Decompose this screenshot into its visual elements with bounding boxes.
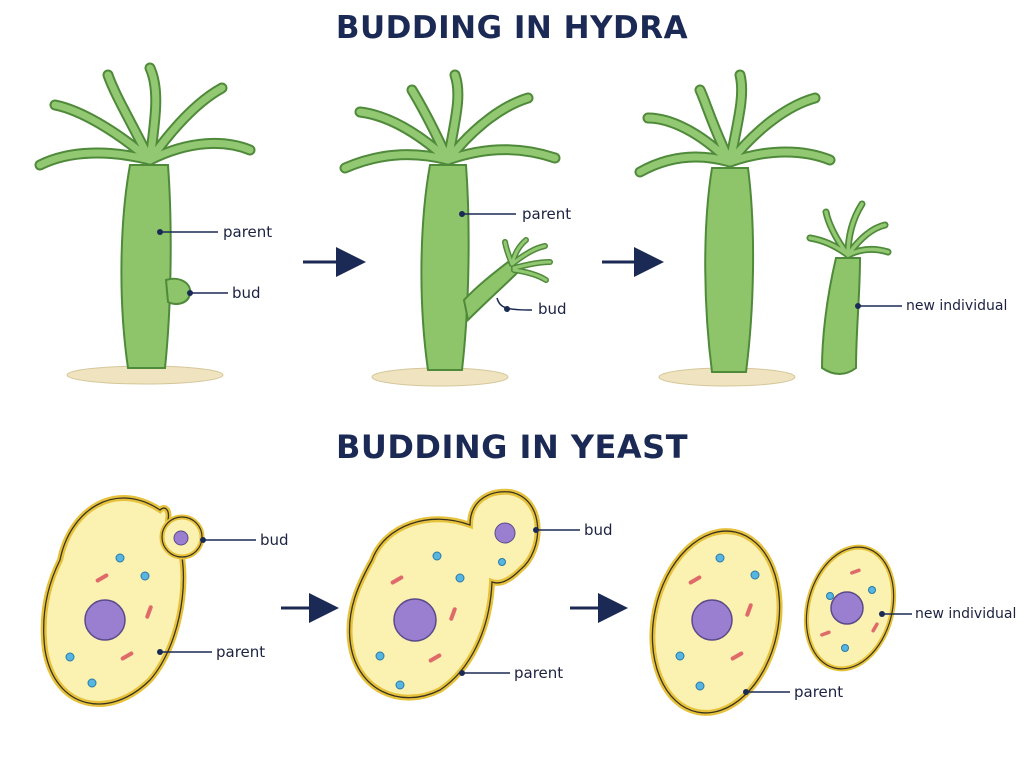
nucleus [84,599,126,641]
yeast-3-new-individual-label: new individual [915,606,1017,622]
hydra-1-parent-label: parent [223,223,273,241]
hydra-body [120,164,172,369]
yeast-budding-cell [346,488,541,701]
yeast-title: BUDDING IN YEAST [335,428,689,466]
hydra-1-bud-label: bud [232,284,261,302]
yeast-1-bud-label: bud [260,531,289,549]
yeast-stage-1 [40,495,256,707]
yeast-2-parent-label: parent [514,664,564,682]
hydra-new-individual [806,200,892,375]
yeast-2-bud-label: bud [584,521,613,539]
yeast-3-parent-label: parent [794,683,844,701]
yeast-stage-2 [346,488,580,701]
hydra-stage-2 [339,69,561,387]
yeast-1-parent-label: parent [216,643,266,661]
yeast-new-individual [803,544,897,672]
hydra-stage-3 [634,69,902,387]
hydra-bud [164,277,192,305]
hydra-2-bud-label: bud [538,300,567,318]
hydra-title: BUDDING IN HYDRA [335,10,689,46]
hydra-bud-2 [462,260,520,323]
yeast-stage-3 [649,528,912,716]
hydra-3-new-individual-label: new individual [906,298,1008,314]
hydra-2-parent-label: parent [522,205,572,223]
hydra-stage-1 [34,62,256,385]
